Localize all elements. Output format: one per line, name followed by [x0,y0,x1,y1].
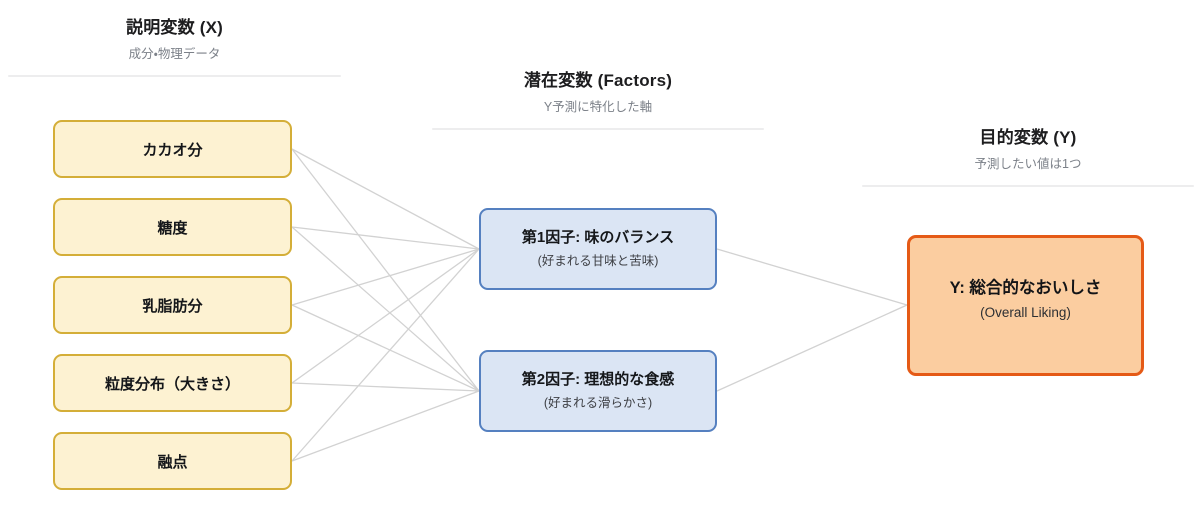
column-header-explanatory: 説明変数 (X) 成分・物理データ [8,18,341,78]
node-subtitle: (好まれる滑らかさ) [543,396,653,411]
column-divider-factors [432,128,764,131]
node-target-variable[interactable]: Y: 総合的なおいしさ (Overall Liking) [907,235,1144,376]
edge-x3-f2 [291,382,480,392]
node-label: 糖度 [157,219,188,237]
node-label: 粒度分布（大きさ） [104,375,240,393]
node-explanatory-variable[interactable]: カカオ分 [53,120,292,178]
edge-x2-f1 [291,248,480,306]
node-explanatory-variable[interactable]: 融点 [53,432,292,490]
edge-x4-f1 [291,248,480,462]
column-divider-explanatory [8,75,341,78]
node-target-content: Y: 総合的なおいしさ (Overall Liking) [950,278,1102,321]
edge-f1-y [716,248,908,306]
node-explanatory-variable[interactable]: 乳脂肪分 [53,276,292,334]
edge-x4-f2 [291,390,480,462]
edge-x2-f2 [291,304,480,392]
edge-x3-f1 [291,248,480,384]
edge-x1-f1 [291,226,480,250]
node-explanatory-variable[interactable]: 粒度分布（大きさ） [53,354,292,412]
node-title: 第1因子: 味のバランス [521,228,675,246]
node-latent-factor[interactable]: 第1因子: 味のバランス (好まれる甘味と苦味) [479,208,717,290]
node-subtitle: (好まれる甘味と苦味) [537,254,659,269]
column-divider-target [862,185,1194,188]
node-label: 融点 [157,453,188,471]
column-title-target: 目的変数 (Y) [979,128,1077,147]
column-subtitle-target: 予測したい値は1つ [974,157,1082,172]
edge-x0-f2 [291,148,480,392]
column-title-explanatory: 説明変数 (X) [126,18,223,37]
node-latent-factor[interactable]: 第2因子: 理想的な食感 (好まれる滑らかさ) [479,350,717,432]
node-subtitle: (Overall Liking) [980,304,1071,320]
edge-f2-y [716,304,908,392]
column-subtitle-explanatory: 成分・物理データ [128,47,221,62]
column-subtitle-factors: Y予測に特化した軸 [543,100,653,115]
node-title: Y: 総合的なおいしさ [949,279,1102,298]
column-header-factors: 潜在変数 (Factors) Y予測に特化した軸 [432,71,764,131]
node-label: 乳脂肪分 [142,297,203,315]
edge-x1-f2 [291,226,480,392]
edge-x0-f1 [291,148,480,250]
column-title-factors: 潜在変数 (Factors) [523,71,673,90]
node-label: カカオ分 [142,141,203,159]
column-header-target: 目的変数 (Y) 予測したい値は1つ [862,128,1194,188]
node-title: 第2因子: 理想的な食感 [521,370,675,388]
node-explanatory-variable[interactable]: 糖度 [53,198,292,256]
